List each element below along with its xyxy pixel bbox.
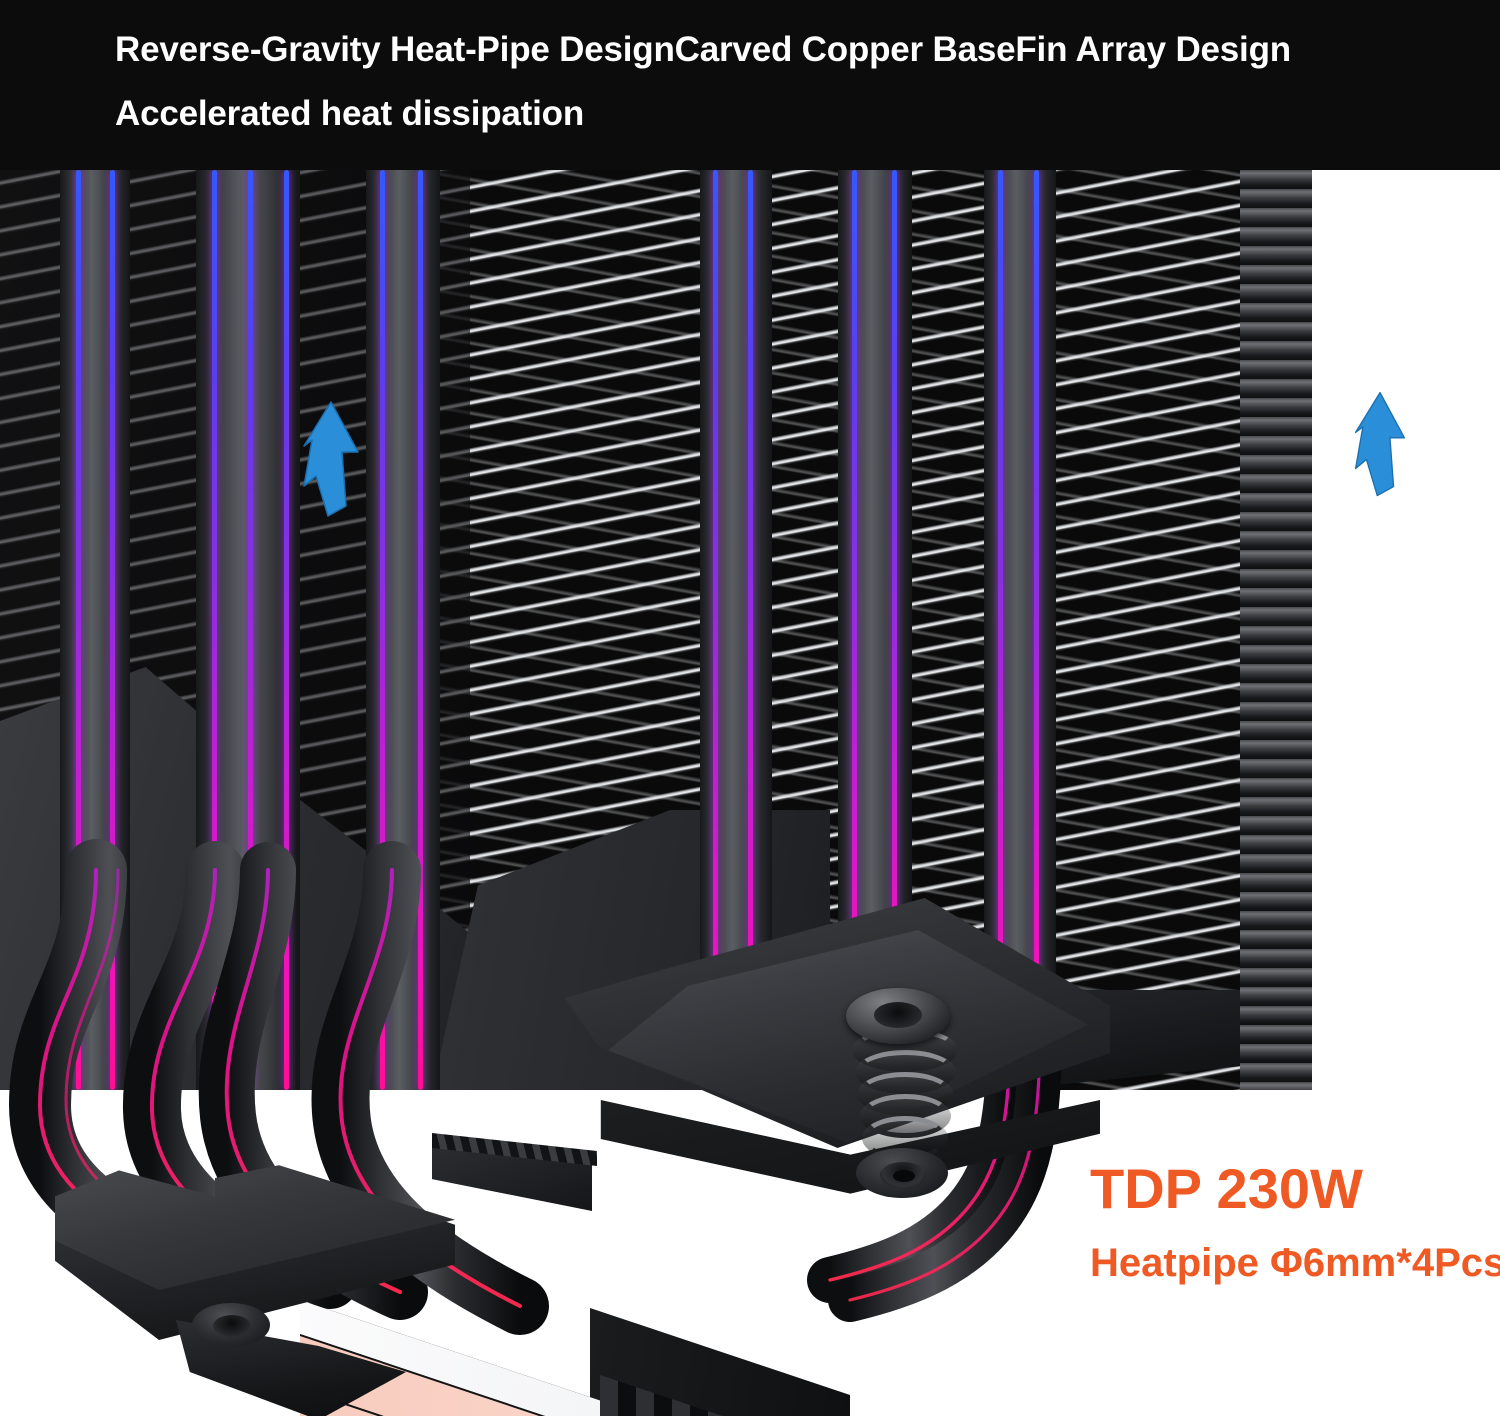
heatpipe-bend-group-right bbox=[807, 1007, 1062, 1322]
heatpipe-column-6 bbox=[984, 170, 1056, 1090]
product-photo: TDP 230W Heatpipe Φ6mm*4Pcs bbox=[0, 170, 1500, 1416]
heatpipe-rgb-glow-1-2 bbox=[110, 170, 115, 1090]
fin-tip-edge-highlights bbox=[1286, 170, 1312, 1090]
heatpipe-callout: Heatpipe Φ6mm*4Pcs bbox=[1090, 1240, 1500, 1285]
spring-screw-stack bbox=[848, 1028, 958, 1160]
spec-callouts: TDP 230W Heatpipe Φ6mm*4Pcs bbox=[1090, 1157, 1500, 1285]
heatpipe-rgb-glow-3-2 bbox=[418, 170, 423, 1090]
heatpipe-rgb-glow-2-1 bbox=[212, 170, 217, 1090]
heatpipe-rgb-glow-2-2 bbox=[248, 170, 253, 1090]
airflow-arrow-outer bbox=[1354, 391, 1406, 497]
heatpipe-rgb-glow-4-1 bbox=[713, 170, 718, 1090]
heatpipe-rgb-glow-3-1 bbox=[380, 170, 385, 1090]
spring-screw-torx-socket bbox=[874, 1002, 922, 1028]
bracket-screw-hole bbox=[893, 1170, 915, 1182]
heatpipe-rgb-glow-5-1 bbox=[852, 170, 857, 1090]
heatpipe-rgb-glow-6-1 bbox=[998, 170, 1003, 1090]
header-title-line-1: Reverse-Gravity Heat-Pipe DesignCarved C… bbox=[115, 30, 1291, 69]
tdp-callout: TDP 230W bbox=[1090, 1157, 1363, 1220]
airflow-arrow-inner bbox=[303, 401, 359, 517]
heatpipe-rgb-glow-2-3 bbox=[284, 170, 289, 1090]
header-title-line-2: Accelerated heat dissipation bbox=[115, 94, 585, 133]
heatpipe-rgb-glow-5-2 bbox=[892, 170, 897, 1090]
header-banner: Reverse-Gravity Heat-Pipe DesignCarved C… bbox=[0, 0, 1500, 170]
heatpipe-rgb-glow-6-2 bbox=[1034, 170, 1039, 1090]
heatpipe-rgb-glow-1-1 bbox=[76, 170, 81, 1090]
heatpipe-column-4 bbox=[700, 170, 772, 1090]
heatpipe-rgb-glow-4-2 bbox=[748, 170, 753, 1090]
mounting-screw-left-hole bbox=[213, 1315, 251, 1337]
